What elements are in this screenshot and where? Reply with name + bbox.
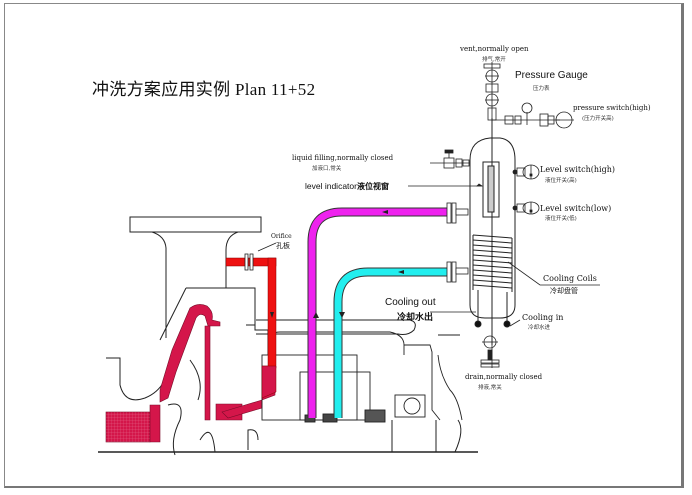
level-switch-high — [512, 164, 540, 180]
level-indicator-label: level indicator液位视窗 — [305, 181, 389, 192]
impeller-hub — [204, 325, 211, 421]
vent-valve — [483, 62, 501, 138]
level-switch-high-label-cn: 液位开关(高) — [545, 178, 577, 184]
bracket-bar — [256, 319, 416, 335]
cooling-coils-label: Cooling Coils — [543, 274, 597, 283]
gauge-dial-icon — [521, 102, 533, 114]
level-switch-low — [512, 201, 540, 215]
leader-cooling-coils — [507, 261, 600, 286]
orifice-label: Orifice — [271, 233, 292, 240]
pressure-switch-label: pressure switch(high) — [573, 104, 651, 112]
cooling-in-label-cn: 冷却水进 — [528, 325, 551, 331]
level-indicator-cn: 液位视窗 — [356, 182, 389, 191]
drain-valve — [480, 318, 500, 368]
buffer-return-line — [333, 267, 448, 418]
pressure-switch-label-cn: (压力开关高) — [582, 116, 614, 122]
liquid-filling-label: liquid filling,normally closed — [292, 154, 394, 162]
cooling-out-label: Cooling out — [385, 297, 436, 308]
drain-label-cn: 排液,常关 — [478, 385, 502, 391]
bearing-icon — [403, 397, 421, 415]
flow-arrow-return — [339, 312, 345, 318]
level-switch-high-label: Level switch(high) — [540, 165, 615, 174]
impeller-shroud — [159, 304, 221, 403]
shaft — [98, 419, 478, 453]
diagram-title: 冲洗方案应用实例 Plan 11+52 — [92, 80, 316, 99]
cooling-coils-label-cn: 冷却盘管 — [550, 287, 578, 295]
bearing-housing — [394, 394, 426, 418]
orifice — [244, 242, 277, 271]
cooling-out-port — [474, 320, 482, 328]
vessel-shell — [469, 137, 516, 319]
level-switch-low-label-cn: 液位开关(低) — [545, 216, 577, 222]
flow-arrow-flush — [270, 312, 274, 318]
discharge-flange — [129, 216, 262, 233]
vent-label-cn: 排气,常开 — [482, 57, 506, 63]
liquid-filling-label-cn: 加液口,常关 — [312, 166, 342, 172]
cooling-in-port — [503, 320, 511, 328]
level-switch-low-label: Level switch(low) — [540, 204, 612, 213]
flush-line-plan11 — [225, 257, 277, 399]
bracket-bars — [256, 319, 416, 335]
drain-label: drain,normally closed — [465, 373, 543, 381]
mechanical-seal — [261, 331, 463, 423]
cooling-out-label-cn: 冷却水出 — [397, 313, 434, 323]
buffer-outlet-line — [307, 207, 448, 418]
drawing-frame — [4, 3, 684, 488]
pressure-gauge-label: Pressure Gauge — [515, 70, 588, 81]
pressure-gauge — [492, 102, 574, 129]
leader-cooling-in — [509, 319, 521, 327]
vent-label: vent,normally open — [460, 45, 529, 53]
seal-pot-vessel — [469, 118, 516, 345]
liquid-filling-valve — [430, 149, 470, 169]
flow-arrow-outlet — [313, 312, 319, 318]
pressure-gauge-label-cn: 压力表 — [533, 86, 550, 92]
vessel-flanges — [446, 202, 469, 283]
discharge-nozzle — [151, 231, 239, 338]
leader-lines — [408, 183, 600, 327]
level-indicator-window — [482, 161, 500, 218]
cooling-in-label: Cooling in — [522, 313, 564, 322]
level-indicator-en: level indicator — [305, 181, 357, 191]
orifice-label-cn: 孔板 — [276, 242, 290, 250]
